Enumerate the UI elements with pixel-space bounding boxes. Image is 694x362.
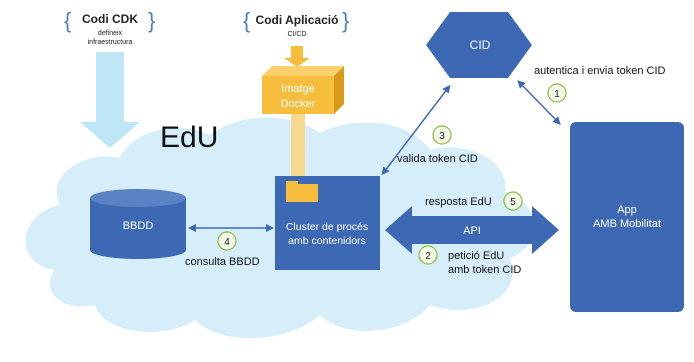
step-4: 4 consulta BBDD [185,231,260,268]
auth-connector [517,80,561,125]
left-brace: { [64,8,71,33]
step-5-label: resposta EdU [425,196,492,208]
cluster: Cluster de procés amb contenidors [275,176,380,270]
docker-connector [291,114,305,176]
app-code-title: Codi Aplicació [256,13,339,27]
step-1: autentica i envia token CID 1 [534,65,666,103]
api-arrow: API [385,206,559,254]
right-brace: } [148,8,155,33]
database-label: BBDD [123,220,154,232]
step-2-label-2: amb token CID [448,264,521,276]
folder-icon [286,181,318,202]
step-5-number: 5 [510,197,516,208]
step-2: 2 petició EdU amb token CID [418,245,521,276]
docker-label-2: Docker [281,98,316,110]
cdk-source: { } Codi CDK defineix infraestructura [64,8,155,46]
app-label-2: AMB Mobilitat [593,218,661,230]
step-2-label-1: petició EdU [448,250,504,262]
build-arrow [284,46,310,67]
step-3-label: valida token CID [397,153,478,165]
validate-connector [381,84,451,176]
step-3: 3 valida token CID [397,125,478,165]
docker-label-1: Imatge [281,83,315,95]
cdk-subtitle-2: infraestructura [88,39,133,46]
app-label-1: App [617,204,637,216]
deploy-arrow [80,52,140,148]
cluster-label-2: amb contenidors [288,235,366,247]
cid-node: CID [426,12,532,78]
docker-image: Imatge Docker [262,66,344,114]
cid-label: CID [470,38,491,52]
cdk-title: Codi CDK [82,12,138,26]
app-box: App AMB Mobilitat [570,122,684,312]
left-brace: { [243,8,250,33]
cluster-label-1: Cluster de procés [286,221,368,233]
step-3-number: 3 [439,131,445,142]
app-code-subtitle: CI/CD [287,31,306,38]
step-5: resposta EdU 5 [425,191,523,211]
step-2-number: 2 [425,251,431,262]
api-label: API [463,225,481,237]
step-4-label: consulta BBDD [185,256,260,268]
app-code-source: { } Codi Aplicació CI/CD [243,8,349,38]
cloud-label: EdU [160,121,218,154]
right-brace: } [342,8,349,33]
step-1-label: autentica i envia token CID [534,65,666,77]
step-4-number: 4 [224,237,230,248]
cdk-subtitle-1: defineix [98,30,123,37]
step-1-number: 1 [554,89,560,100]
database: BBDD [90,189,186,259]
